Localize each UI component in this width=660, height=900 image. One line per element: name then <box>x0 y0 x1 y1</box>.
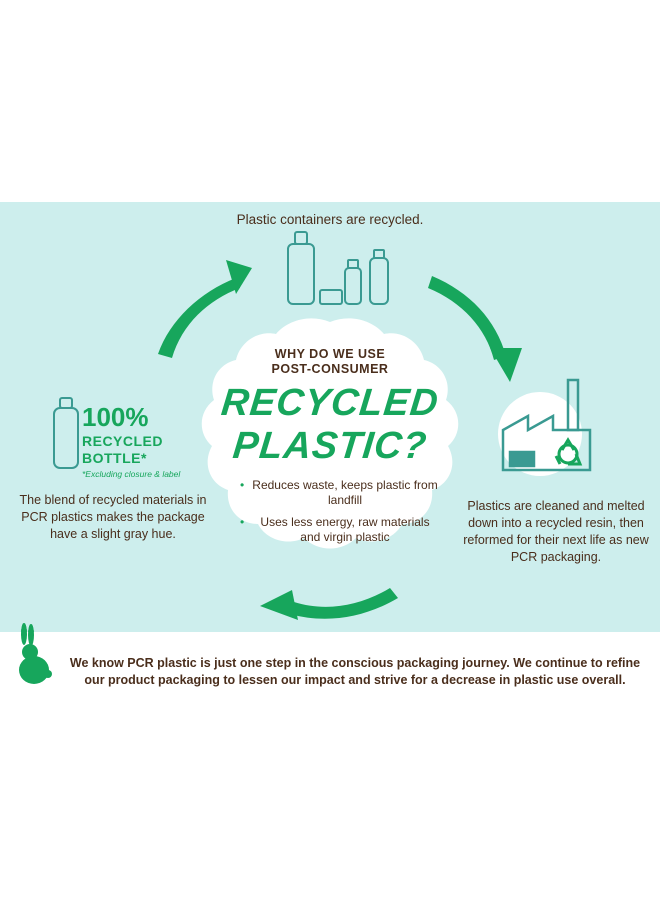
why-heading: WHY DO WE USE POST-CONSUMER <box>250 347 410 377</box>
badge-percent: 100% <box>82 402 149 432</box>
arrow-icon <box>158 260 522 620</box>
badge-note: *Excluding closure & label <box>82 469 181 479</box>
benefits-list: • Reduces waste, keeps plastic from land… <box>238 478 438 552</box>
why-line1: WHY DO WE USE <box>274 347 386 361</box>
center-cloud <box>201 318 459 549</box>
diagram-graphics <box>19 231 592 684</box>
footer-message: We know PCR plastic is just one step in … <box>69 656 641 687</box>
why-line2: POST-CONSUMER <box>271 362 389 376</box>
badge-line2: BOTTLE* <box>82 450 147 466</box>
recycle-icon <box>554 437 583 466</box>
recycled-title: RECYCLED <box>219 382 441 424</box>
badge-line1: RECYCLED <box>82 433 164 449</box>
top-caption: Plastic containers are recycled. <box>236 212 424 227</box>
benefit-item: • Uses less energy, raw materials and vi… <box>238 515 438 545</box>
bullet-dot: • <box>240 478 245 492</box>
bullet-dot: • <box>240 515 245 529</box>
factory-icon <box>498 378 592 476</box>
right-description: Plastics are cleaned and melted down int… <box>463 499 649 564</box>
footer-band <box>0 632 660 698</box>
infographic-panel: Plastic containers are recycled. WHY DO … <box>0 202 660 698</box>
benefit-text: Reduces waste, keeps plastic from landfi… <box>252 478 438 507</box>
containers-icon <box>287 231 389 305</box>
benefit-item: • Reduces waste, keeps plastic from land… <box>238 478 438 508</box>
benefit-text: Uses less energy, raw materials and virg… <box>260 515 430 544</box>
bottle-icon <box>53 397 79 469</box>
plastic-title: PLASTIC? <box>230 425 430 467</box>
left-description: The blend of recycled materials in PCR p… <box>19 493 207 541</box>
